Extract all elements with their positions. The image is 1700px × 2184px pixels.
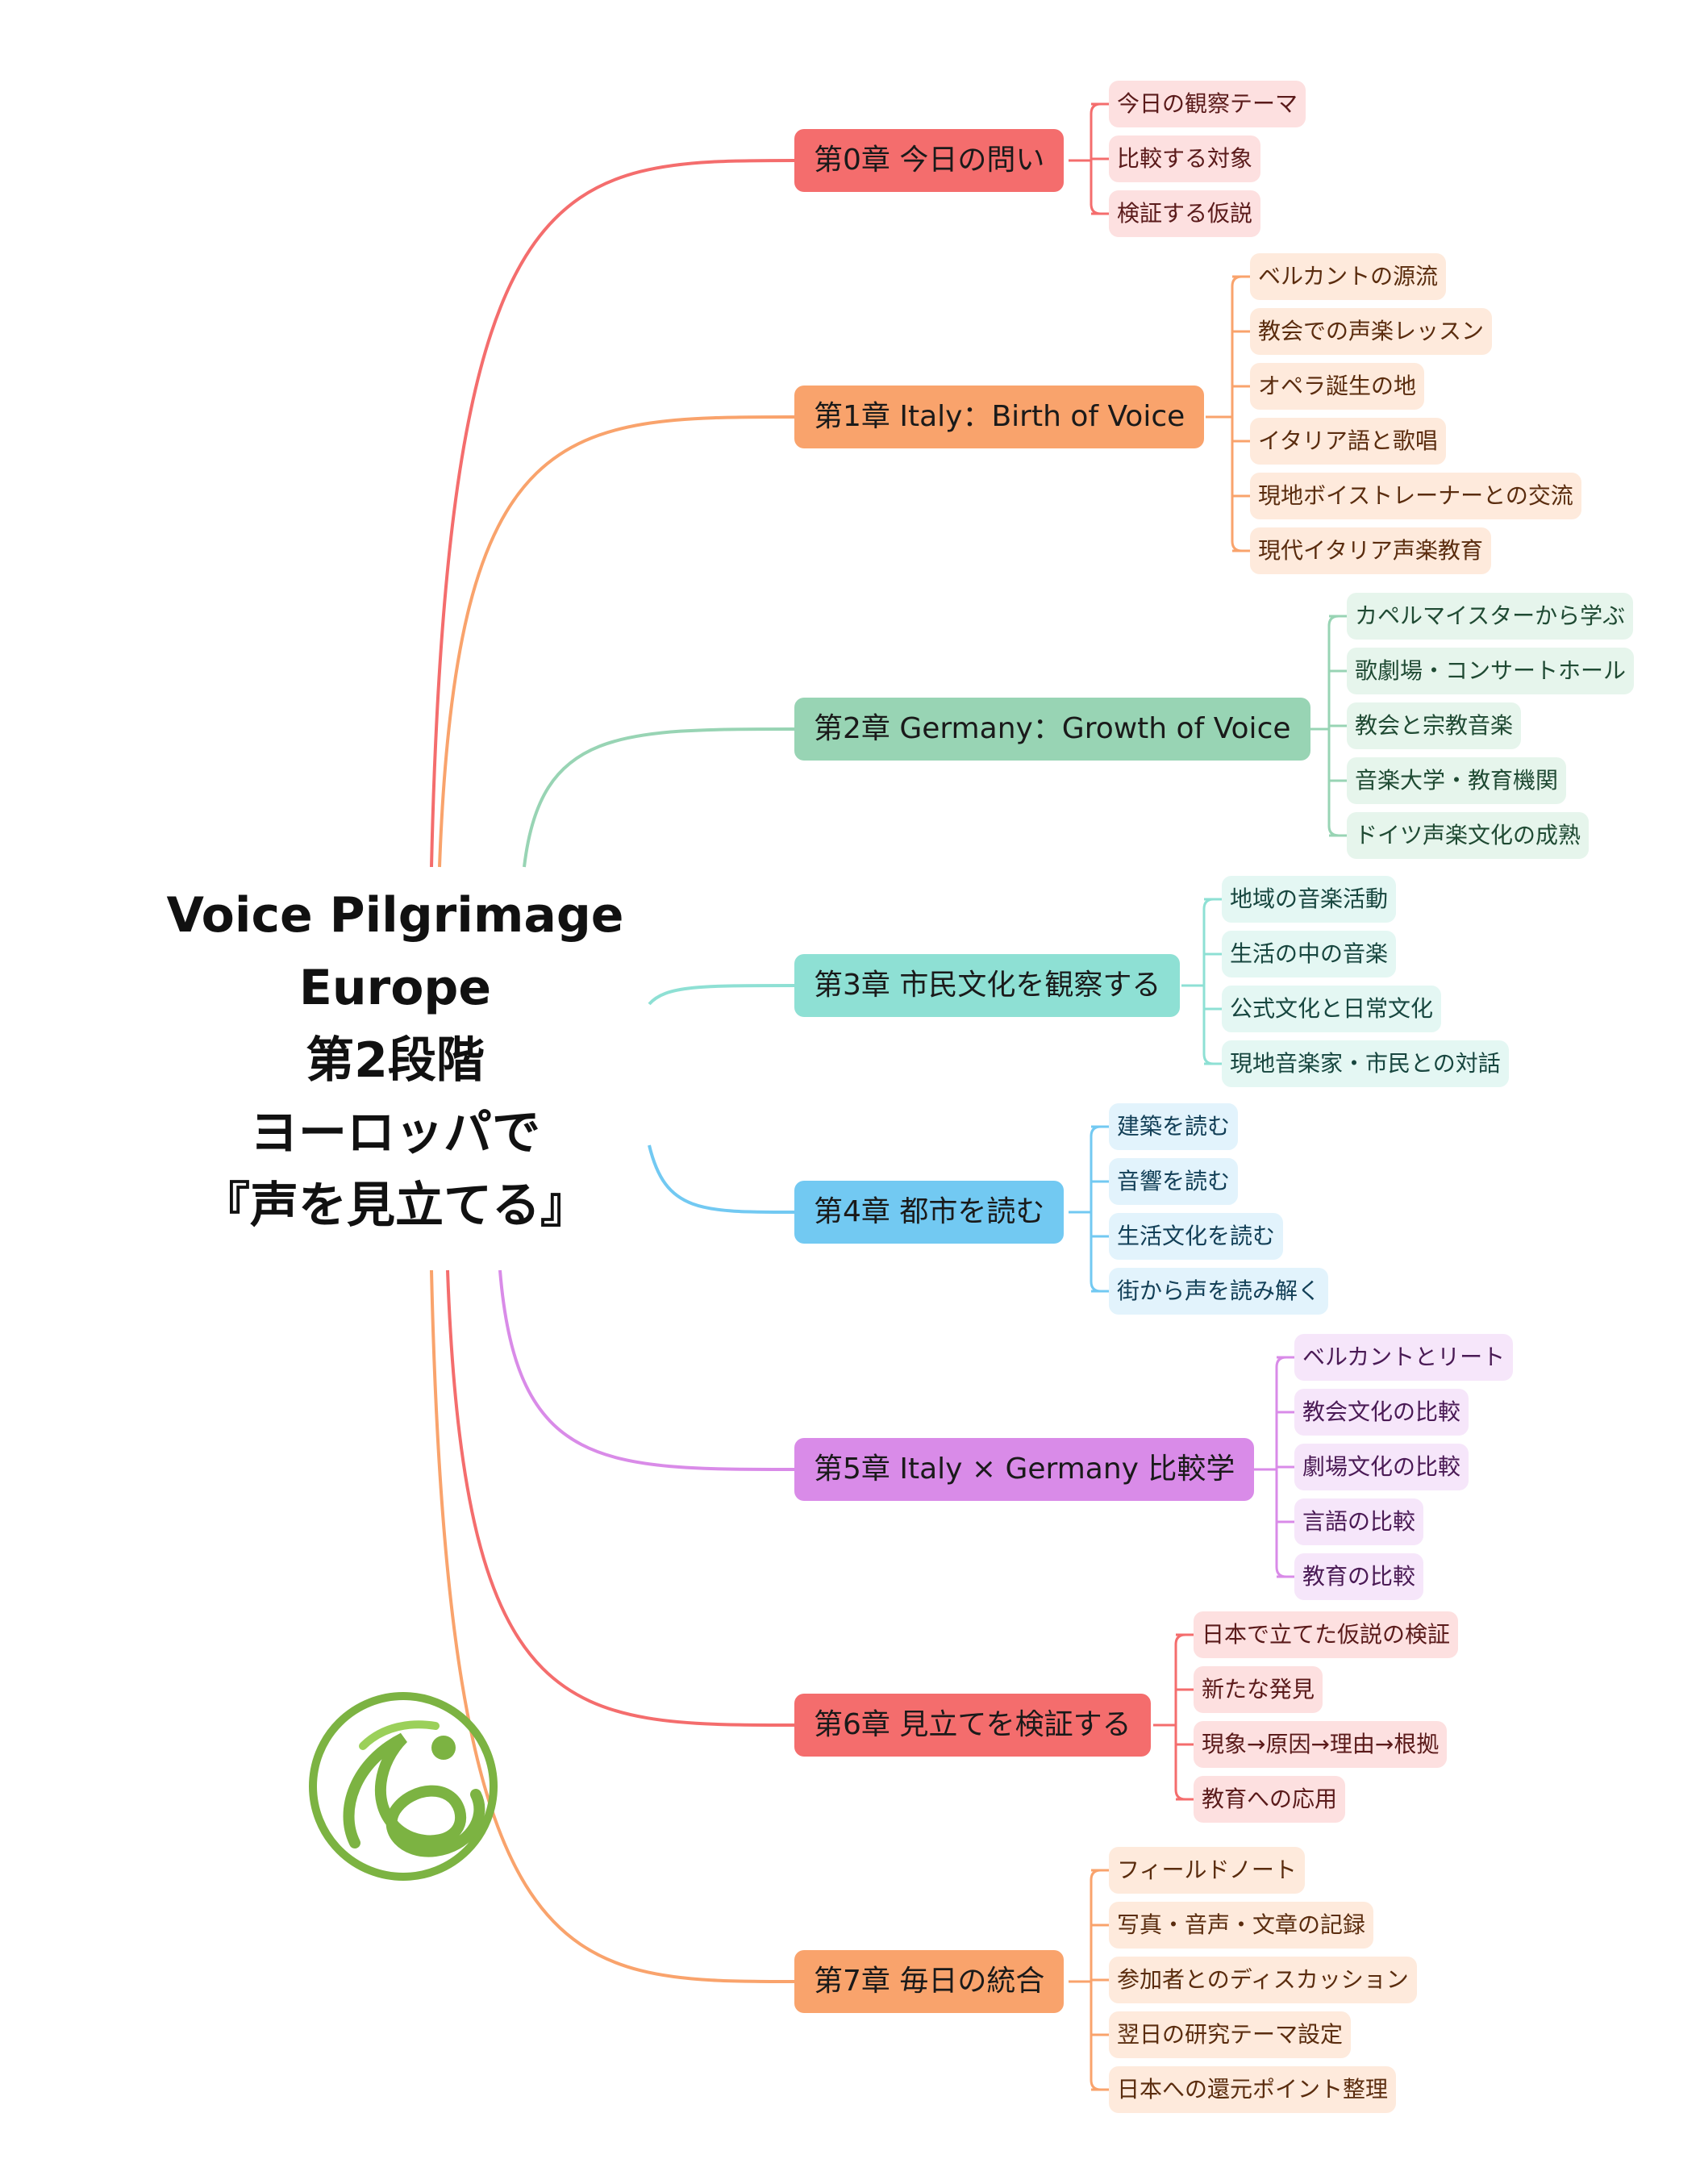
- leaf-node[interactable]: 日本で立てた仮説の検証: [1194, 1611, 1459, 1658]
- leaf-node[interactable]: ベルカントとリート: [1294, 1334, 1514, 1381]
- leaf-node[interactable]: 検証する仮説: [1109, 190, 1261, 237]
- leaf-node[interactable]: 翌日の研究テーマ設定: [1109, 2011, 1352, 2058]
- leaf-node[interactable]: 音楽大学・教育機関: [1347, 757, 1567, 804]
- leaf-node[interactable]: 生活の中の音楽: [1222, 931, 1397, 977]
- chapter-node[interactable]: 第3章 市民文化を観察する: [794, 954, 1181, 1017]
- bracket-line: [1090, 1125, 1102, 1293]
- leaf-node[interactable]: ドイツ声楽文化の成熟: [1347, 812, 1590, 859]
- treble-clef-logo-icon: [306, 1690, 500, 1883]
- leaf-node[interactable]: 写真・音声・文章の記録: [1109, 1902, 1374, 1949]
- chapter-node[interactable]: 第1章 Italy：Birth of Voice: [794, 386, 1205, 448]
- leaf-node[interactable]: 参加者とのディスカッション: [1109, 1957, 1417, 2003]
- leaf-node[interactable]: 言語の比較: [1294, 1498, 1424, 1545]
- leaf-node[interactable]: 建築を読む: [1109, 1103, 1239, 1150]
- leaf-node[interactable]: 教会と宗教音楽: [1347, 702, 1522, 749]
- leaf-node[interactable]: 歌劇場・コンサートホール: [1347, 648, 1635, 694]
- leaf-node[interactable]: 教育への応用: [1194, 1776, 1346, 1823]
- bracket-line: [1174, 1633, 1186, 1801]
- leaf-node[interactable]: カペルマイスターから学ぶ: [1347, 593, 1634, 640]
- central-topic-line: Europe: [298, 960, 492, 1016]
- central-topic-line: Voice Pilgrimage: [166, 887, 624, 944]
- chapter-connector: [438, 415, 795, 868]
- leaf-node[interactable]: 生活文化を読む: [1109, 1213, 1284, 1260]
- leaf-node[interactable]: 教育の比較: [1294, 1553, 1424, 1600]
- chapter-connector: [648, 984, 795, 1006]
- leaf-node[interactable]: 日本への還元ポイント整理: [1109, 2066, 1397, 2113]
- chapter-connector: [446, 1269, 795, 1727]
- chapter-connector: [498, 1269, 795, 1471]
- chapter-node[interactable]: 第4章 都市を読む: [794, 1181, 1065, 1244]
- leaf-node[interactable]: ベルカントの源流: [1250, 253, 1447, 300]
- leaf-node[interactable]: 現代イタリア声楽教育: [1250, 527, 1491, 574]
- leaf-node[interactable]: イタリア語と歌唱: [1250, 418, 1446, 465]
- leaf-node[interactable]: 街から声を読み解く: [1109, 1268, 1329, 1315]
- bracket-line: [1231, 275, 1243, 552]
- leaf-node[interactable]: 現地音楽家・市民との対話: [1222, 1040, 1509, 1087]
- chapter-connector: [523, 727, 795, 868]
- leaf-node[interactable]: 今日の観察テーマ: [1109, 81, 1306, 127]
- chapter-node[interactable]: 第0章 今日の問い: [794, 129, 1065, 192]
- leaf-node[interactable]: 地域の音楽活動: [1222, 876, 1397, 923]
- leaf-node[interactable]: 新たな発見: [1194, 1666, 1323, 1713]
- chapter-connector: [648, 1144, 795, 1214]
- leaf-node[interactable]: 教会での声楽レッスン: [1250, 308, 1493, 355]
- leaf-node[interactable]: 現地ボイストレーナーとの交流: [1250, 473, 1581, 519]
- central-topic-line: 第2段階: [306, 1032, 485, 1089]
- chapter-node[interactable]: 第7章 毎日の統合: [794, 1950, 1065, 2013]
- bracket-line: [1202, 898, 1215, 1065]
- leaf-node[interactable]: 教会文化の比較: [1294, 1389, 1469, 1436]
- leaf-node[interactable]: 公式文化と日常文化: [1222, 986, 1442, 1032]
- leaf-node[interactable]: オペラ誕生の地: [1250, 363, 1425, 410]
- chapter-node[interactable]: 第6章 見立てを検証する: [794, 1694, 1151, 1757]
- chapter-connector: [430, 159, 795, 868]
- chapter-connector: [430, 1269, 795, 1983]
- leaf-node[interactable]: 比較する対象: [1109, 135, 1261, 182]
- chapter-node[interactable]: 第2章 Germany：Growth of Voice: [794, 698, 1310, 761]
- central-topic: Voice Pilgrimage Europe 第2段階 ヨーロッパで 『声を見…: [121, 879, 669, 1242]
- central-topic-line: ヨーロッパで: [250, 1105, 540, 1161]
- leaf-node[interactable]: 音響を読む: [1109, 1158, 1239, 1205]
- leaf-node[interactable]: 現象→原因→理由→根拠: [1194, 1721, 1448, 1768]
- leaf-node[interactable]: 劇場文化の比較: [1294, 1444, 1469, 1490]
- leaf-node[interactable]: フィールドノート: [1109, 1847, 1305, 1894]
- central-topic-line: 『声を見立てる』: [202, 1177, 589, 1234]
- chapter-node[interactable]: 第5章 Italy × Germany 比較学: [794, 1438, 1255, 1501]
